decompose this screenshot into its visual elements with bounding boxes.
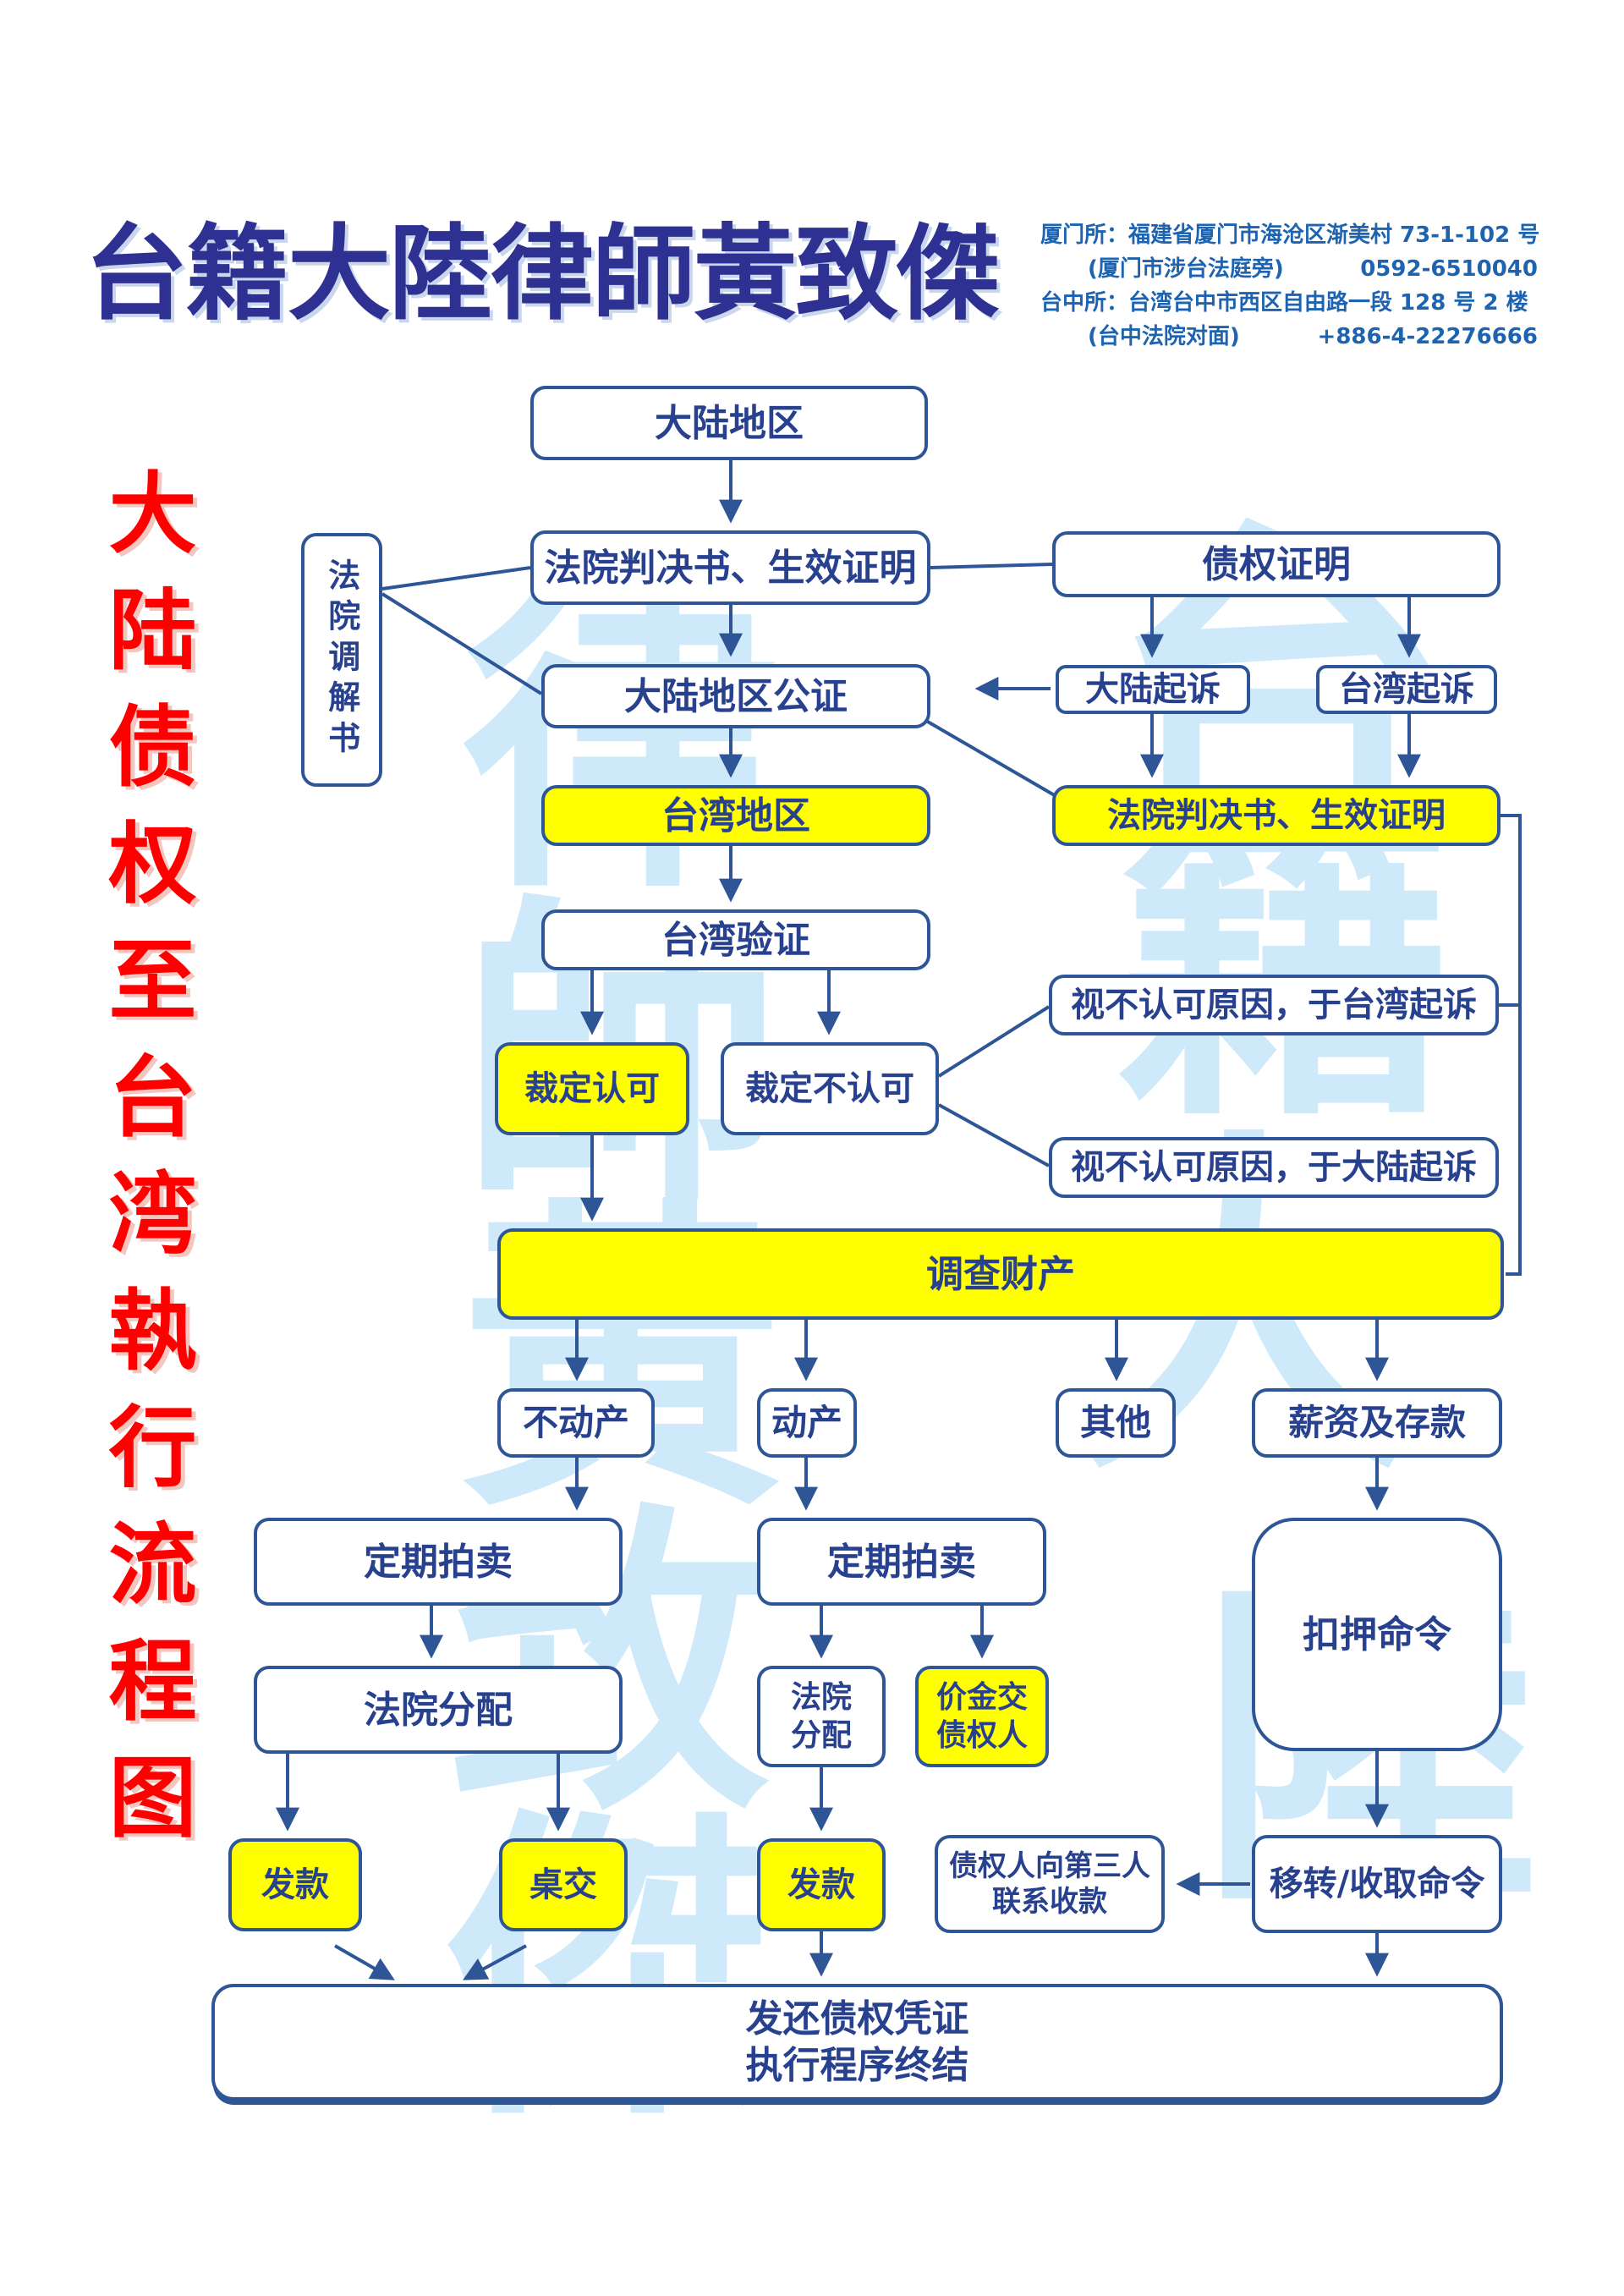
node-transfer-collect-order: 移转/收取命令 [1252,1835,1502,1933]
watermark-char: 律 [461,557,782,931]
contact-line: 厦门所：福建省厦门市海沧区渐美村 73-1-102 号 [1040,218,1540,252]
watermark-char: 籍 [1116,767,1455,1161]
contact-phone: +886-4-22276666 [1317,324,1538,349]
node-disburse-mid: 发款 [757,1838,886,1931]
node-reject-sue-taiwan: 视不认可原因，于台湾起诉 [1049,975,1499,1035]
node-court-distribution-left: 法院分配 [254,1666,623,1754]
node-final-step: 发还债权凭证 执行程序终结 [211,1984,1503,2101]
node-mainland-region: 大陆地区 [530,386,928,460]
node-court-judgment-cert: 法院判决书、生效证明 [530,530,930,605]
node-reject-sue-mainland: 视不认可原因，于大陆起诉 [1049,1137,1499,1198]
node-movable-property: 动产 [757,1388,857,1458]
contact-address: 厦门所：福建省厦门市海沧区渐美村 73-1-102 号 [1040,222,1540,248]
node-disburse-left: 发款 [228,1838,362,1931]
node-ruling-rejected: 裁定不认可 [721,1042,939,1135]
contact-phone: 0592-6510040 [1360,256,1538,282]
node-debt-cert: 债权证明 [1052,531,1501,597]
node-taiwan-lawsuit: 台湾起诉 [1316,665,1497,714]
contact-address: (台中法院对面) [1088,324,1240,349]
node-court-judgment-cert-taiwan: 法院判决书、生效证明 [1052,785,1501,846]
page-title: 台籍大陸律師黃致傑 [85,212,1000,334]
contact-line: 台中所：台湾台中市西区自由路一段 128 号 2 楼 [1040,286,1538,320]
node-seizure-order: 扣押命令 [1252,1518,1502,1751]
side-title: 大陆债权至台湾執行流程图 [93,467,197,1868]
node-auction-left: 定期拍卖 [254,1518,623,1606]
contact-address: (厦门市涉台法庭旁) [1088,256,1284,282]
node-salary-deposits: 薪资及存款 [1252,1388,1502,1458]
node-taiwan-region: 台湾地区 [541,785,930,846]
node-taiwan-verification: 台湾验证 [541,909,930,970]
node-court-mediation: 法院调解书 [301,533,382,787]
contact-line: (厦门市涉台法庭旁) 0592-6510040 [1040,252,1538,286]
node-creditor-contact-third: 债权人向第三人 联系收款 [935,1835,1165,1933]
contact-address: 台中所：台湾台中市西区自由路一段 128 号 2 楼 [1040,290,1528,316]
node-court-distribution-mid: 法院 分配 [757,1666,886,1767]
node-auction-mid: 定期拍卖 [757,1518,1046,1606]
contact-line: (台中法院对面) +886-4-22276666 [1040,320,1538,354]
contact-block: 厦门所：福建省厦门市海沧区渐美村 73-1-102 号 (厦门市涉台法庭旁) 0… [1040,218,1540,354]
node-mainland-notarization: 大陆地区公证 [541,664,930,728]
node-investigate-assets: 调查财产 [497,1228,1504,1320]
node-price-to-creditor: 价金交 债权人 [915,1666,1049,1767]
node-real-estate: 不动产 [497,1388,655,1458]
node-other-assets: 其他 [1056,1388,1176,1458]
node-ruling-approved: 裁定认可 [495,1042,689,1135]
node-handover: 桌交 [499,1838,628,1931]
node-mainland-lawsuit: 大陆起诉 [1056,665,1250,714]
